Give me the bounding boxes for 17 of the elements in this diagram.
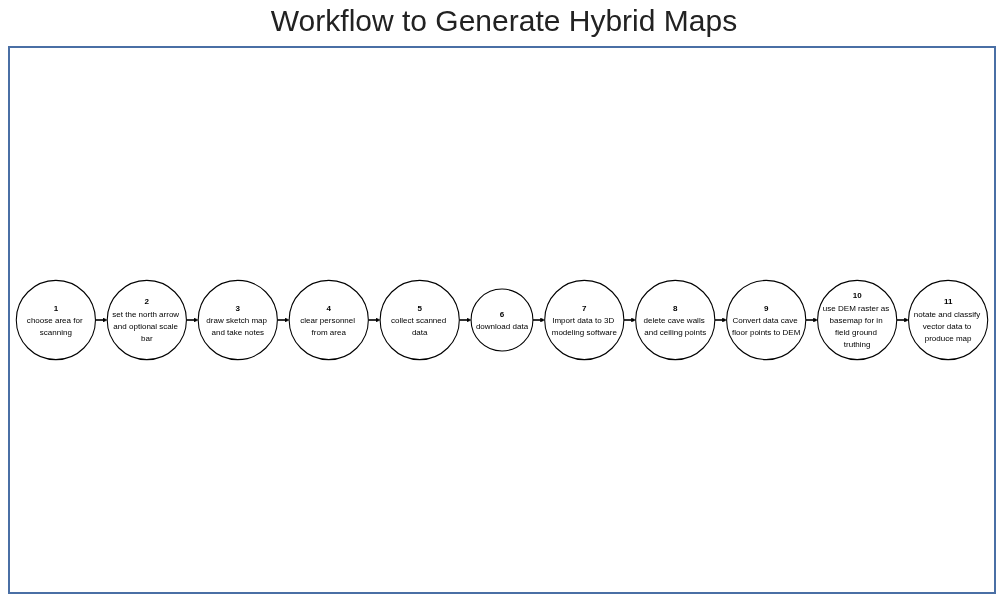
node-circle — [379, 279, 460, 361]
arrow — [532, 317, 545, 323]
diagram-frame: 1 choose area for scanning 2 set the north arrow and optional scale bar 3 draw sketch map and take notes 4 clear personnel from area 5 collect scanned data 6 download data 7 Import data to 3D modeling software 8 delete cave walls and ceiling points 9 Convert data cave floor points to DEM 10 use DEM raster as basemap for in field ground truthing 11 notate and classify vector data to produce map — [8, 46, 996, 594]
node-circle — [288, 279, 369, 361]
arrow — [623, 317, 636, 323]
node-circle — [908, 279, 989, 361]
node-circle — [106, 279, 187, 361]
node-circle — [726, 279, 807, 361]
diagram-title: Workflow to Generate Hybrid Maps — [269, 4, 739, 38]
node-circle — [470, 288, 534, 352]
arrow — [714, 317, 727, 323]
node-circle — [544, 279, 625, 361]
node-circle — [15, 279, 96, 361]
node-circle — [635, 279, 716, 361]
node-circle — [817, 279, 898, 361]
node-circle — [197, 279, 278, 361]
arrow — [805, 317, 818, 323]
